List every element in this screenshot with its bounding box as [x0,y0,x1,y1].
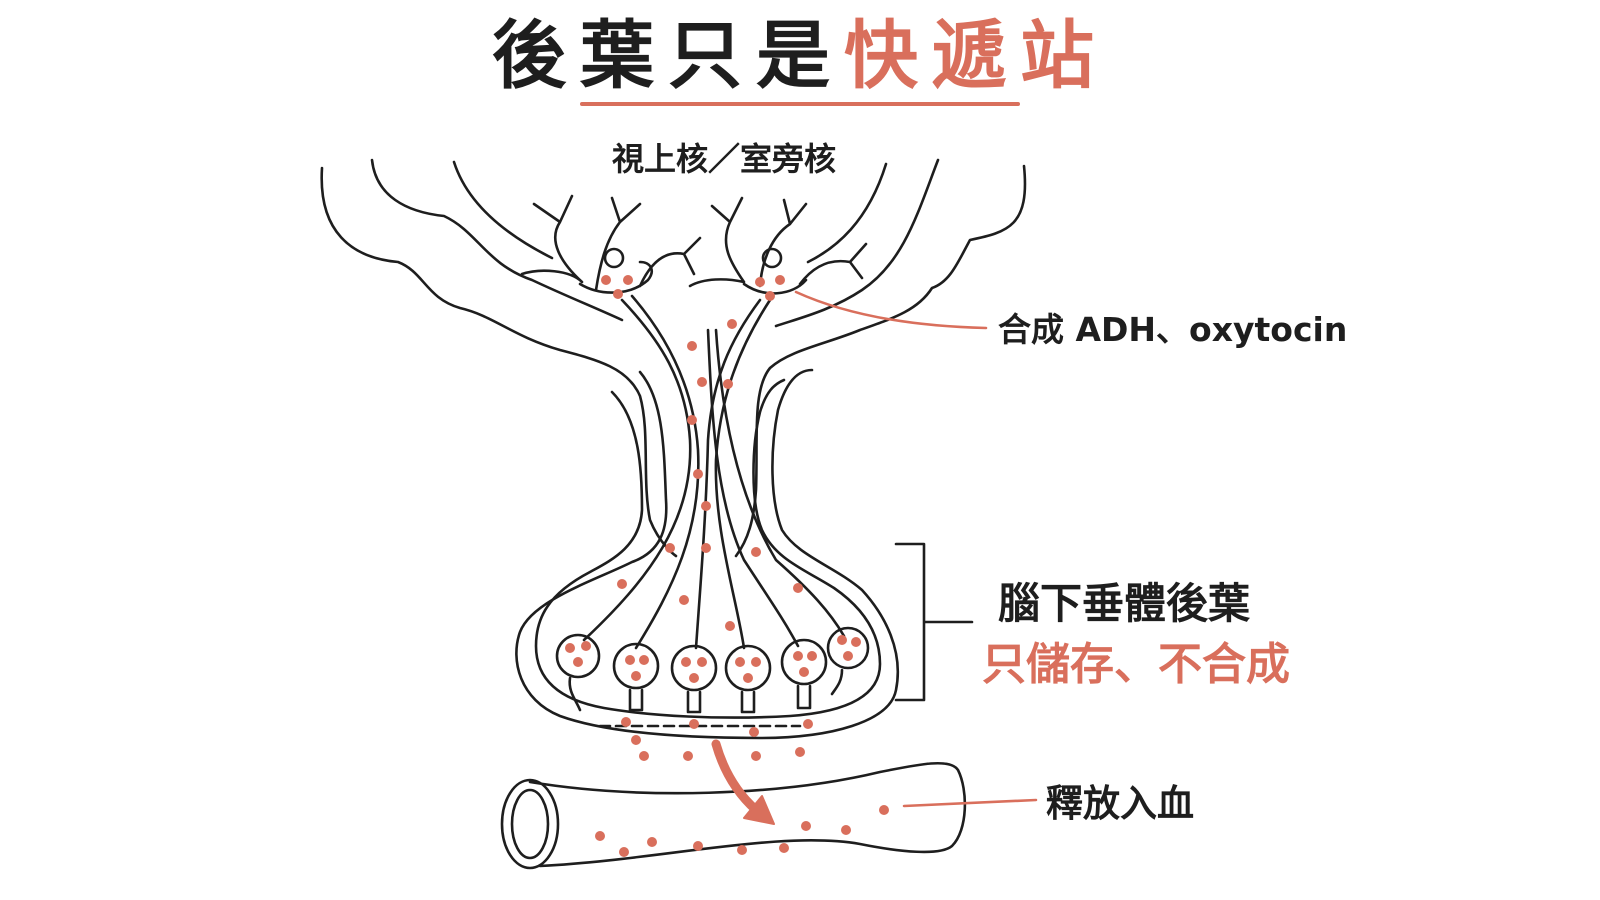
label-synthesis: 合成 ADH、oxytocin [998,310,1348,349]
neuron-left [520,194,702,294]
neuron-right-nucleus [761,247,783,269]
hypothalamus-inner-right [774,158,940,328]
axon-terminal-1 [555,633,601,712]
hypothalamus-inner-left [370,158,624,322]
neuron-right [688,196,868,295]
hypothalamus-inner-left-2 [452,160,554,260]
page-title: 後葉只是快遞站 [0,8,1600,104]
axon-terminal-6 [826,626,870,696]
axon-2 [630,294,700,650]
title-main: 後葉只是 [492,13,844,99]
axon-terminal-4 [724,644,772,714]
axon-3 [694,298,762,650]
axon-4 [714,298,772,650]
label-release: 釋放入血 [1046,782,1194,825]
label-nuclei: 視上核／室旁核 [612,140,837,178]
posterior-lobe-inner [534,378,882,719]
axon-terminal-2 [612,642,660,712]
hypothalamus-inner-right-2 [806,162,888,264]
synthesis-connector [794,290,988,330]
release-connector [902,798,1038,808]
label-posterior-pituitary: 腦下垂體後葉 [998,579,1251,628]
title-underline [580,102,1020,106]
hypothalamus-outline-left [320,166,678,558]
blood-vessel [528,761,967,868]
title-accent: 快遞站 [844,13,1108,99]
posterior-bracket [894,542,974,702]
release-arrow [711,739,775,825]
hypothalamus-outline-right [734,164,1027,558]
posterior-lobe-outline [515,368,900,740]
axon-5 [706,328,800,648]
label-storage-note: 只儲存、不合成 [982,639,1290,690]
blood-vessel-opening [500,778,560,870]
axon-terminal-5 [780,638,828,710]
axon-1 [582,298,692,642]
axon-terminal-3 [670,644,718,714]
neuron-left-nucleus [603,247,625,269]
hormone-granules [565,275,889,857]
axon-6 [714,328,846,638]
